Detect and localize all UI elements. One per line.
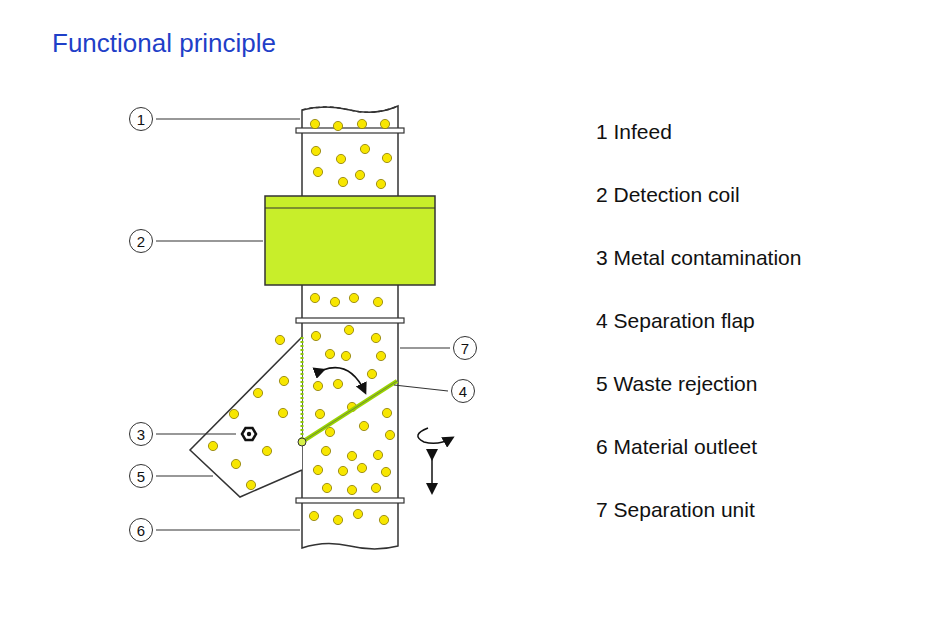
- particle: [338, 466, 347, 475]
- callout-circle: 6: [129, 518, 153, 542]
- particle: [333, 515, 342, 524]
- flap-open-position: [301, 337, 304, 442]
- separation-flap: [302, 381, 397, 442]
- flange: [296, 498, 404, 503]
- particle: [229, 409, 238, 418]
- particle: [373, 297, 382, 306]
- callout-circle: 3: [129, 422, 153, 446]
- callout-number: 3: [137, 427, 145, 442]
- flap-edge: [302, 381, 397, 442]
- part-label: 7 Separation unit: [596, 498, 755, 522]
- particle: [315, 409, 324, 418]
- flange: [296, 318, 404, 323]
- particle: [322, 483, 331, 492]
- particle: [311, 146, 320, 155]
- part-label: 4 Separation flap: [596, 309, 755, 333]
- particle: [357, 463, 366, 472]
- particle: [349, 293, 358, 302]
- particle: [355, 170, 364, 179]
- particle: [311, 331, 320, 340]
- particle: [382, 408, 391, 417]
- particle: [330, 297, 339, 306]
- particle: [376, 179, 385, 188]
- particle: [336, 154, 345, 163]
- particle: [275, 335, 284, 344]
- particle: [231, 459, 240, 468]
- particle: [380, 119, 389, 128]
- reject-chute: [190, 337, 302, 497]
- particle: [376, 351, 385, 360]
- nut-hole: [247, 432, 251, 436]
- part-label: 1 Infeed: [596, 120, 672, 144]
- callout-number: 6: [137, 523, 145, 538]
- swing-arrow: [323, 368, 365, 392]
- part-label: 3 Metal contamination: [596, 246, 801, 270]
- part-label: 5 Waste rejection: [596, 372, 757, 396]
- callout-number: 1: [137, 112, 145, 127]
- particle: [338, 177, 347, 186]
- particle: [371, 483, 380, 492]
- particle: [309, 511, 318, 520]
- callout-number: 4: [459, 384, 467, 399]
- particle: [310, 119, 319, 128]
- callout-circle: 7: [453, 336, 477, 360]
- callout-number: 7: [461, 341, 469, 356]
- particle: [373, 450, 382, 459]
- flap-pivot: [298, 438, 306, 446]
- particle: [313, 381, 322, 390]
- callout-number: 5: [137, 469, 145, 484]
- particle: [325, 427, 334, 436]
- callout-circle: 1: [129, 107, 153, 131]
- callout-circle: 2: [129, 229, 153, 253]
- particle: [310, 293, 319, 302]
- rotation-arrow: [418, 428, 452, 443]
- particle: [379, 515, 388, 524]
- callout-number: 2: [137, 234, 145, 249]
- title: Functional principle: [52, 28, 276, 59]
- particle: [262, 446, 271, 455]
- particle: [253, 388, 262, 397]
- particle: [321, 446, 330, 455]
- particle: [367, 369, 376, 378]
- particle: [347, 451, 356, 460]
- particle: [360, 144, 369, 153]
- callout-circle: 5: [129, 464, 153, 488]
- particles: [208, 119, 394, 524]
- particle: [359, 421, 368, 430]
- particle: [353, 509, 362, 518]
- flange: [296, 128, 404, 133]
- particle: [325, 349, 334, 358]
- coil-band: [265, 207, 435, 208]
- particle: [279, 376, 288, 385]
- particle: [341, 351, 350, 360]
- particle: [347, 485, 356, 494]
- callout-circle: 4: [451, 379, 475, 403]
- particle: [344, 325, 353, 334]
- pipe: [302, 106, 398, 549]
- particle: [313, 167, 322, 176]
- particle: [246, 480, 255, 489]
- particle: [385, 430, 394, 439]
- leader-lines: [156, 119, 450, 530]
- part-label: 6 Material outleet: [596, 435, 757, 459]
- particle: [278, 408, 287, 417]
- part-label: 2 Detection coil: [596, 183, 740, 207]
- metal-nut: [242, 428, 256, 440]
- particle: [313, 465, 322, 474]
- particle: [382, 153, 391, 162]
- particle: [333, 121, 342, 130]
- particle: [381, 467, 390, 476]
- pipe-break: [302, 106, 398, 112]
- particle: [208, 441, 217, 450]
- detection-coil: [265, 196, 435, 285]
- particle: [371, 333, 380, 342]
- particle: [333, 379, 342, 388]
- lift-arrow: [431, 458, 433, 492]
- particle: [357, 119, 366, 128]
